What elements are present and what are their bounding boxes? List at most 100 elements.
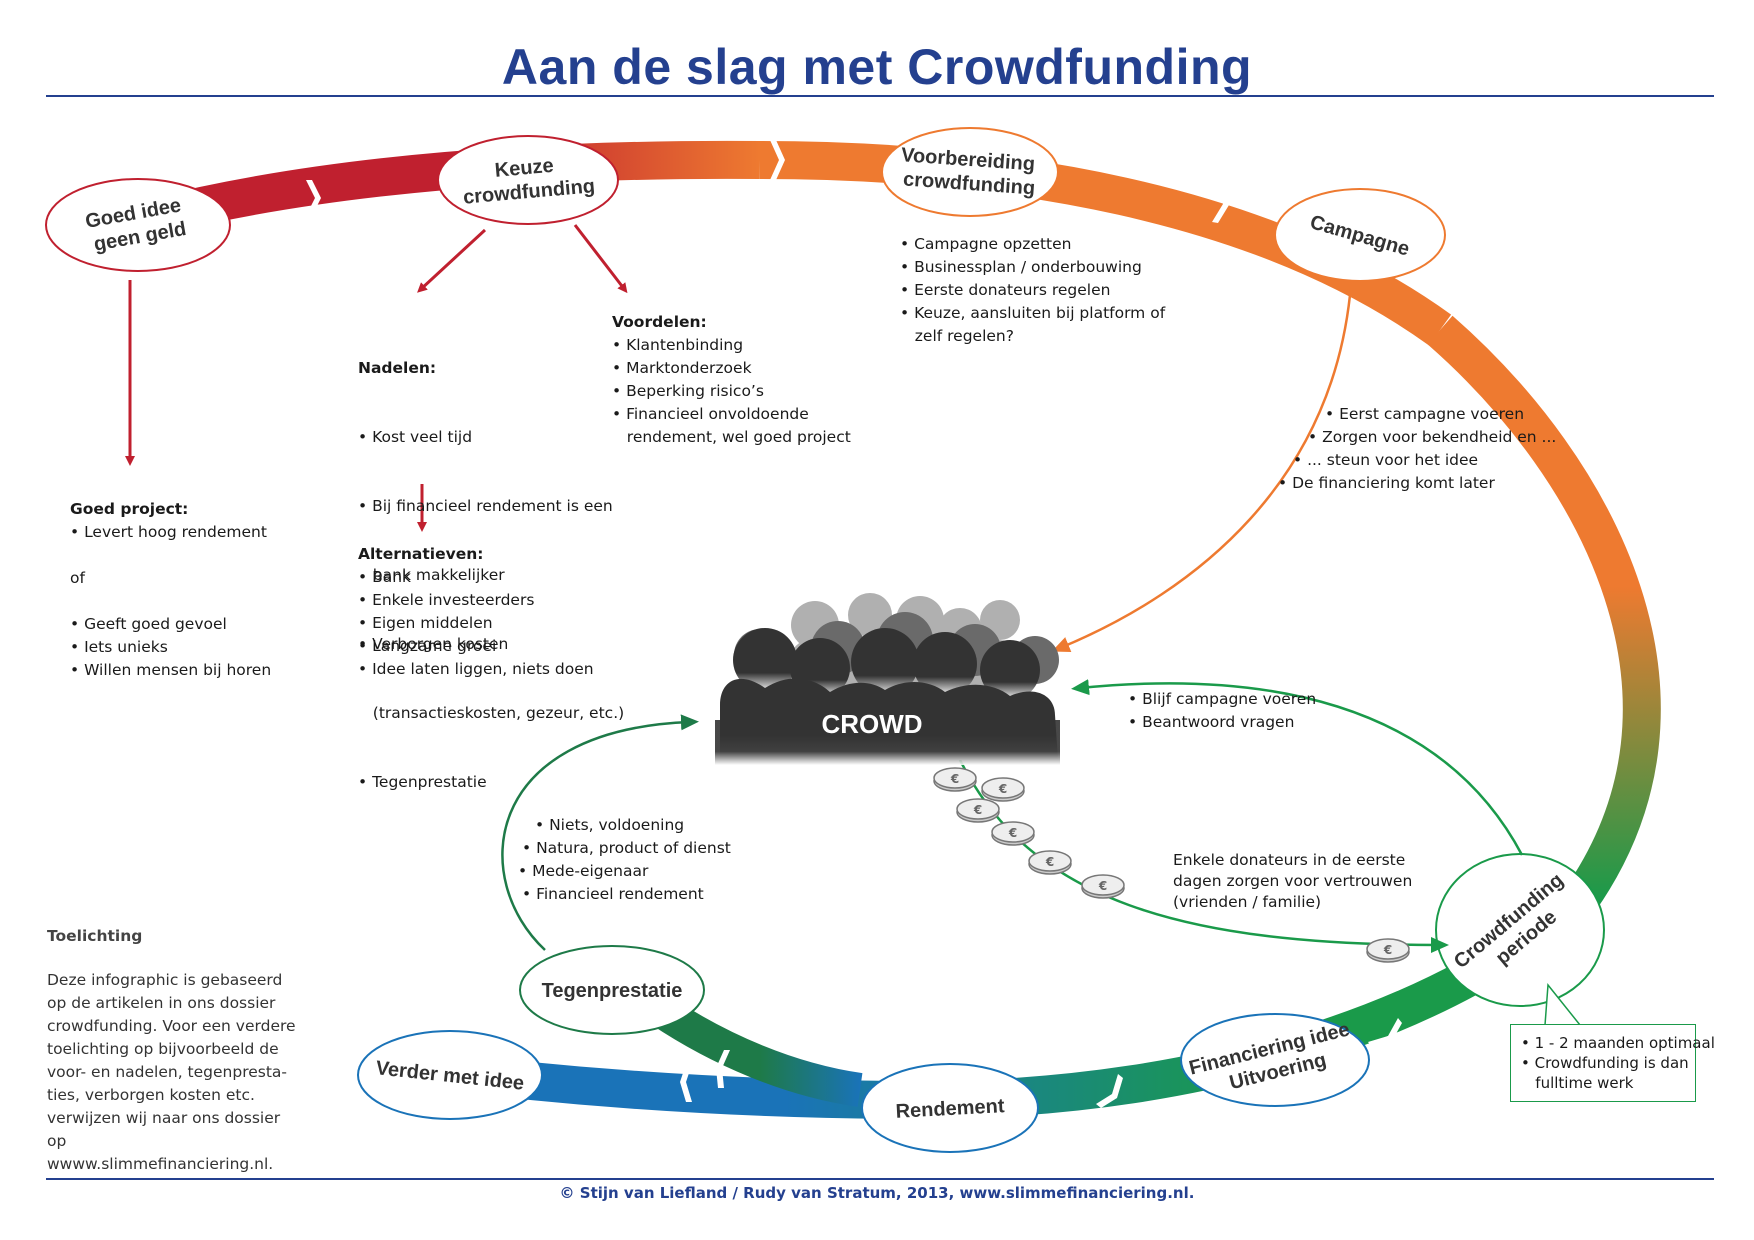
nadelen-block: Nadelen: • Kost veel tijd • Bij financie…	[358, 311, 624, 840]
list-item: • Blijf campagne voeren	[1128, 690, 1317, 708]
list-item: • De financiering komt later	[1278, 474, 1495, 492]
list-item: • Idee laten liggen, niets doen	[358, 660, 594, 678]
list-item: of	[70, 569, 85, 587]
list-item: • Eerst campagne voeren	[1325, 405, 1525, 423]
coin-icon: €	[933, 767, 977, 792]
chevron-8	[716, 1050, 730, 1088]
arrow-tegenprestatie-to-crowd	[501, 714, 699, 951]
ring-segment-right	[1427, 315, 1661, 911]
list-item: • Financieel rendement	[522, 885, 704, 903]
periode-callout: • 1 - 2 maanden optimaal • Crowdfunding …	[1510, 1024, 1715, 1102]
svg-text:€: €	[1098, 879, 1107, 893]
list-item: • Willen mensen bij horen	[70, 661, 272, 679]
list-item: • Keuze, aansluiten bij platform of	[900, 304, 1166, 322]
list-item: • Verborgen kosten	[358, 635, 509, 653]
voordelen-heading: Voordelen:	[612, 313, 707, 331]
chevron-2	[770, 140, 785, 180]
svg-text:€: €	[998, 782, 1007, 796]
list-item: • Beperking risico’s	[612, 382, 764, 400]
svg-text:€: €	[1008, 826, 1017, 840]
list-item: • Langzame groei	[358, 637, 497, 655]
bottom-rule	[46, 1178, 1714, 1180]
voorbereiding-block: • Campagne opzetten • Businessplan / ond…	[900, 233, 1165, 348]
list-item: • Bij financieel rendement is een	[358, 497, 613, 515]
ring-segment-dark-green	[650, 995, 863, 1107]
list-item	[70, 590, 271, 613]
list-item: • Geeft goed gevoel	[70, 615, 227, 633]
list-item: • Mede-eigenaar	[518, 862, 649, 880]
list-item: • 1 - 2 maanden optimaal	[1521, 1034, 1715, 1052]
oval-tegenprestatie	[519, 945, 705, 1035]
oval-campagne	[1274, 188, 1446, 282]
chevron-6	[1096, 1074, 1123, 1108]
chevron-7	[680, 1064, 692, 1102]
arrow-periode-to-crowd	[1071, 679, 1524, 856]
list-item: • Klantenbinding	[612, 336, 744, 354]
svg-text:€: €	[1045, 855, 1054, 869]
goed-project-block: Goed project: • Levert hoog rendement of…	[70, 498, 271, 682]
crowd-label: CROWD	[821, 709, 922, 739]
arrow-to-voordelen	[573, 224, 628, 294]
nadelen-heading: Nadelen:	[358, 359, 437, 377]
list-item	[70, 544, 271, 567]
goed-project-heading: Goed project:	[70, 500, 189, 518]
oval-verder	[357, 1030, 543, 1120]
top-rule	[46, 95, 1714, 97]
svg-text:€: €	[1383, 943, 1392, 957]
page-title: Aan de slag met Crowdfunding	[501, 39, 1253, 95]
crowd-illustration: CROWD	[715, 593, 1060, 765]
svg-text:€: €	[973, 803, 982, 817]
tegenprestatie-block: • Niets, voldoening • Natura, product of…	[512, 814, 731, 906]
list-item: • Bank	[358, 568, 412, 586]
oval-keuze	[437, 135, 619, 225]
coin-icon: €	[956, 798, 1000, 823]
list-item: • Zorgen voor bekendheid en ...	[1308, 428, 1557, 446]
list-item: zelf regelen?	[900, 327, 1014, 345]
chevron-4	[1594, 400, 1626, 438]
oval-goed-idee	[45, 178, 231, 272]
list-item: fulltime werk	[1521, 1074, 1634, 1092]
coin-icon: €	[991, 821, 1035, 846]
donateurs-block: Enkele donateurs in de eerste dagen zorg…	[1173, 850, 1412, 913]
list-item: • Campagne opzetten	[900, 235, 1072, 253]
oval-periode	[1435, 853, 1605, 1007]
list-item: dagen zorgen voor vertrouwen	[1173, 872, 1413, 890]
list-item: • Crowdfunding is dan	[1521, 1054, 1689, 1072]
toelichting-text: Deze infographic is gebaseerd op de arti…	[47, 971, 296, 1173]
list-item: • Marktonderzoek	[612, 359, 752, 377]
list-item: • ... steun voor het idee	[1293, 451, 1479, 469]
list-item: • Enkele investeerders	[358, 591, 535, 609]
alternatieven-heading: Alternatieven:	[358, 545, 484, 563]
coin-icon: €	[1366, 938, 1410, 963]
coins: € € € € € € €	[933, 767, 1410, 963]
list-item: Enkele donateurs in de eerste	[1173, 851, 1406, 869]
list-item: (transactieskosten, gezeur, etc.)	[358, 704, 625, 722]
list-item: rendement, wel goed project	[612, 428, 851, 446]
campagne-block: • Eerst campagne voeren • Zorgen voor be…	[1278, 403, 1556, 495]
oval-financiering	[1180, 1013, 1370, 1107]
list-item: • Financieel onvoldoende	[612, 405, 809, 423]
arrow-to-nadelen	[417, 228, 487, 293]
chevron-1	[306, 180, 321, 216]
oval-rendement	[861, 1063, 1039, 1153]
list-item: (vrienden / familie)	[1173, 893, 1322, 911]
oval-voorbereiding	[881, 127, 1059, 217]
list-item: • Beantwoord vragen	[1128, 713, 1295, 731]
list-item: • Businessplan / onderbouwing	[900, 258, 1142, 276]
list-item: • Levert hoog rendement	[70, 523, 267, 541]
chevron-3	[1212, 182, 1229, 223]
list-item: bank makkelijker	[358, 566, 505, 584]
alternatieven-block: Alternatieven: • Bank • Enkele investeer…	[358, 543, 594, 681]
coin-icon: €	[1081, 874, 1125, 899]
callout-pointer	[1544, 983, 1581, 1026]
toelichting-heading: Toelichting	[47, 927, 143, 945]
voordelen-block: Voordelen: • Klantenbinding • Marktonder…	[612, 311, 851, 449]
list-item: • Natura, product of dienst	[522, 839, 731, 857]
chevron-5	[1368, 1018, 1402, 1047]
list-item: • Iets unieks	[70, 638, 168, 656]
list-item: • Eerste donateurs regelen	[900, 281, 1111, 299]
coin-icon: €	[1028, 850, 1072, 875]
label-tegenprestatie: Tegenprestatie	[542, 980, 683, 1002]
